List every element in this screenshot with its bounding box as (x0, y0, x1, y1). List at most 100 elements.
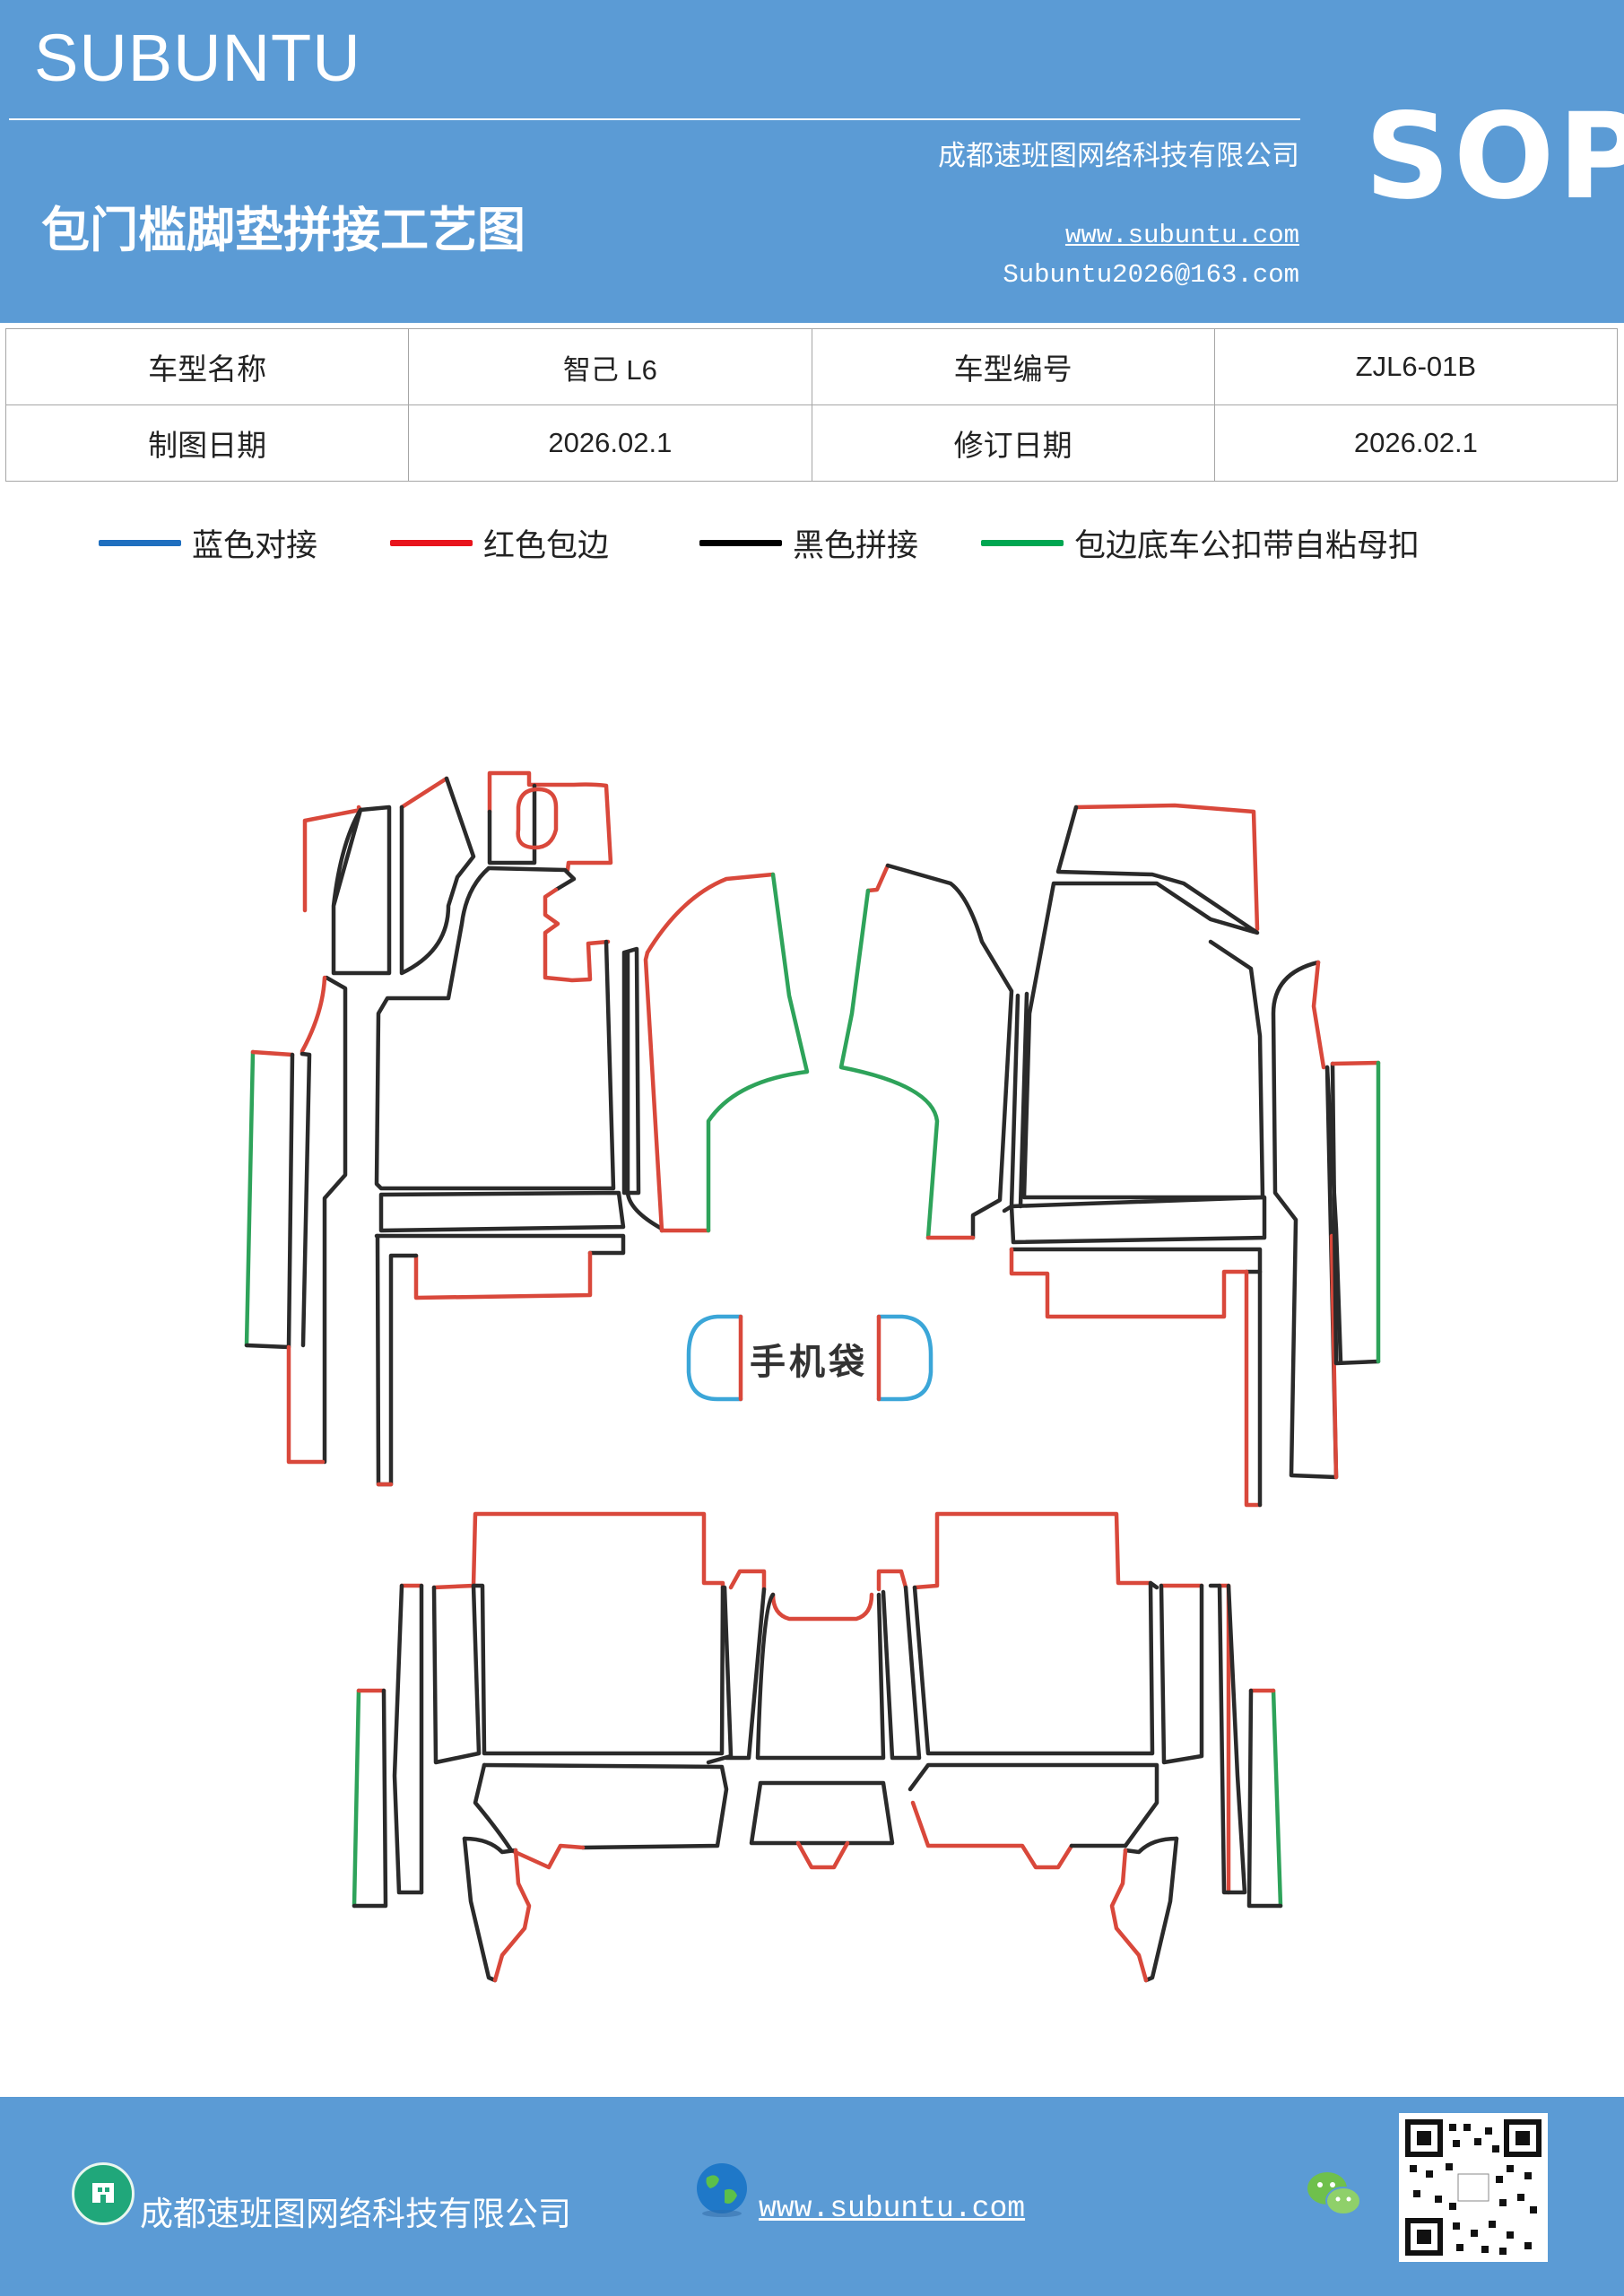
lt-green-edge (706, 872, 810, 1233)
rear-center-left-divider (706, 1585, 734, 1765)
rear-bottom-right-wing-red (1109, 1848, 1149, 1983)
rear-center-right-black (881, 1585, 922, 1761)
lt-bottom-red (643, 950, 711, 1233)
vehicle-info-table: 车型名称 智己 L6 车型编号 ZJL6-01B 制图日期 2026.02.1 … (4, 328, 1619, 482)
revision-date-label: 修订日期 (811, 404, 1215, 482)
rf-side-bottom-red (1329, 1233, 1339, 1480)
legend-label: 黑色拼接 (793, 528, 919, 564)
rear-bottom-right-black (908, 1762, 1159, 1848)
lf-top-cutout-black (487, 783, 537, 865)
rear-right-seat-black (912, 1580, 1159, 1756)
lf-left-green-edge (244, 1049, 256, 1348)
table-row: 车型名称 智己 L6 车型编号 ZJL6-01B (4, 328, 1619, 405)
lf-strip-black (331, 804, 392, 976)
wechat-icon[interactable] (1302, 2167, 1365, 2221)
legend-swatch-red (390, 540, 473, 546)
model-name-value: 智己 L6 (408, 328, 812, 405)
legend-label: 包边底车公扣带自粘母扣 (1074, 528, 1420, 564)
phone-pocket-right-blue (876, 1314, 934, 1402)
legend-item-blue: 蓝色对接 (99, 520, 317, 566)
rear-bottom-right-wing-black (1123, 1836, 1179, 1855)
phone-pocket-group (686, 1314, 934, 1402)
header-email[interactable]: Subuntu2026@163.com (1003, 260, 1299, 290)
rf-outer-black-2 (1330, 1061, 1381, 1366)
header-divider (9, 118, 1300, 120)
right-tunnel-group (838, 863, 1029, 1240)
lf-bar-1 (378, 1190, 626, 1233)
rear-center-top-red (770, 1592, 874, 1622)
rf-side-strip-black (1271, 960, 1339, 1480)
rt-black-edge (885, 863, 1014, 1240)
lf-thin-strip-1 (621, 946, 641, 1196)
rear-right-side-black (1159, 1583, 1204, 1765)
lt-top-red (645, 872, 776, 955)
draw-date-label: 制图日期 (4, 404, 410, 482)
rf-right-strip-red (1244, 1269, 1263, 1508)
left-front-mat-group (244, 770, 641, 1487)
rf-bar-1 (1009, 1195, 1267, 1245)
lf-left-bottom-red (286, 1344, 326, 1465)
model-code-label: 车型编号 (811, 328, 1215, 405)
lf-notch-red (543, 887, 611, 983)
lf-left-top-red (250, 1049, 295, 1057)
rear-bottom-center-red (795, 1840, 850, 1870)
lf-main-black (374, 865, 616, 1191)
lt-edge-black (625, 950, 664, 1233)
rear-mat-group (352, 1511, 1283, 1983)
legend-swatch-blue (99, 540, 181, 546)
rear-far-left-green (352, 1688, 361, 1909)
rear-bottom-left-edge (473, 1762, 514, 1853)
lf-long-strip-black (322, 975, 348, 1465)
rear-left-side-black (431, 1583, 482, 1765)
rf-top-red (1073, 803, 1260, 932)
lf-inner-panel (399, 776, 476, 976)
lf-mid-black (486, 865, 577, 892)
model-code-value: ZJL6-01B (1213, 328, 1619, 405)
rear-bottom-left-wing-outer (462, 1836, 498, 1983)
lf-top-cutout-red (487, 770, 613, 873)
table-row: 制图日期 2026.02.1 修订日期 2026.02.1 (4, 404, 1619, 482)
rf-outer-top-red (1330, 1060, 1381, 1066)
rear-center-black (755, 1592, 886, 1761)
lf-top-red-edge (399, 776, 449, 810)
rear-center-left-red (728, 1569, 767, 1592)
legend-swatch-black (699, 540, 782, 546)
rear-bottom-left-wing-red (492, 1848, 532, 1983)
lf-left-inner-black (300, 1051, 312, 1348)
header-company: 成都速班图网络科技有限公司 (938, 140, 1299, 172)
lf-bar-2-top (374, 1233, 626, 1256)
rear-left-seat-black (471, 1583, 725, 1756)
right-front-mat-group (1009, 803, 1381, 1508)
mat-splice-diagram: 手机袋 (0, 574, 1624, 2063)
header-website-link[interactable]: www.subuntu.com (1064, 221, 1299, 250)
model-name-label: 车型名称 (4, 328, 410, 405)
footer-website-link[interactable]: www.subuntu.com (759, 2192, 1026, 2225)
legend-swatch-green (981, 540, 1064, 546)
draw-date-value: 2026.02.1 (408, 404, 812, 482)
rear-center-left-black (724, 1587, 767, 1761)
rear-bottom-right-wing-outer (1143, 1836, 1179, 1983)
phone-pocket-label: 手机袋 (750, 1342, 868, 1383)
revision-date-value: 2026.02.1 (1213, 404, 1619, 482)
legend-label: 红色包边 (483, 528, 610, 564)
lf-bar-2-red (413, 1250, 593, 1300)
rear-bottom-right-red (910, 1800, 1074, 1870)
rear-far-right-black (1246, 1688, 1283, 1909)
building-icon (72, 2162, 135, 2225)
sop-badge: SOP (1365, 88, 1624, 226)
brand-name: SUBUNTU (34, 21, 361, 95)
rear-bottom-left-wing-black (462, 1836, 518, 1855)
rear-far-left-black (352, 1688, 388, 1909)
rf-bar-2-red (1009, 1247, 1249, 1319)
rear-bottom-left-red (508, 1843, 586, 1870)
rear-far-right-green (1271, 1688, 1283, 1909)
rt-thin-strip-2 (1018, 991, 1029, 1209)
rear-bottom-center-black (749, 1780, 895, 1846)
phone-pocket-left-blue (686, 1314, 743, 1402)
legend-item-red: 红色包边 (390, 520, 609, 566)
rear-center-right-red (876, 1569, 908, 1592)
legend-item-green: 包边底车公扣带自粘母扣 (981, 520, 1420, 566)
rear-left-top-red (431, 1511, 725, 1590)
lf-round-cutout (516, 787, 559, 850)
lf-left-red-curve (300, 975, 327, 1057)
